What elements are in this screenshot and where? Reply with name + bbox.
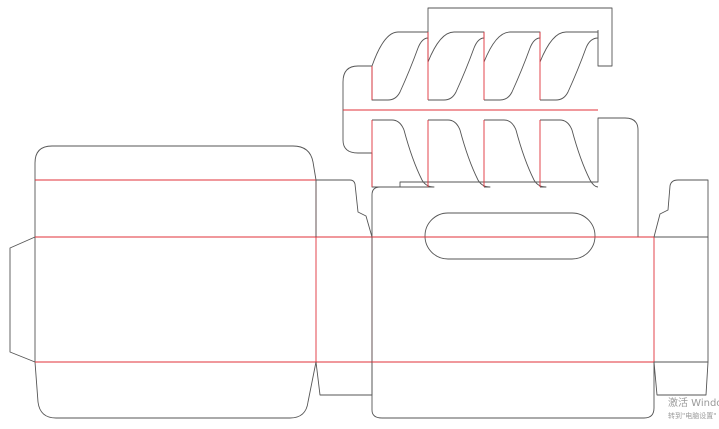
left-bottom-flap bbox=[34, 361, 317, 419]
left-glue-tab bbox=[9, 236, 36, 363]
divider-lower-curve-2 bbox=[428, 119, 491, 188]
middle-top-dust-flap bbox=[315, 179, 373, 238]
divider-outline bbox=[342, 7, 613, 154]
windows-activation-watermark: 激活 Windo 转到"电脑设置" bbox=[668, 398, 719, 422]
divider-lower-curve-1 bbox=[371, 119, 435, 188]
divider-lower-curve-4 bbox=[540, 119, 599, 188]
far-right-dust-flap bbox=[653, 179, 709, 396]
far-right-bottom-dust-flap bbox=[653, 361, 709, 396]
far-right-top-dust-flap bbox=[653, 179, 709, 238]
far-right-body bbox=[654, 237, 709, 363]
divider-lower-curve-3 bbox=[484, 119, 547, 188]
top-divider-insert bbox=[342, 7, 613, 188]
middle-bottom-dust-flap bbox=[315, 361, 373, 396]
middle-dust-flap bbox=[315, 179, 373, 396]
divider-upper-curve-2 bbox=[427, 31, 485, 101]
right-top-panel bbox=[371, 117, 639, 237]
divider-upper-curve-1 bbox=[371, 31, 429, 101]
divider-upper-curve-4 bbox=[539, 31, 599, 101]
handle-cutout bbox=[424, 212, 596, 260]
watermark-line-1: 激活 Windo bbox=[668, 398, 719, 409]
right-box-panel bbox=[371, 117, 655, 419]
left-box-panel bbox=[9, 145, 372, 419]
right-bottom-flap bbox=[371, 362, 655, 419]
divider-upper-curve-3 bbox=[483, 31, 541, 101]
left-top-flap bbox=[34, 145, 317, 181]
watermark-line-2: 转到"电脑设置" bbox=[668, 412, 717, 420]
